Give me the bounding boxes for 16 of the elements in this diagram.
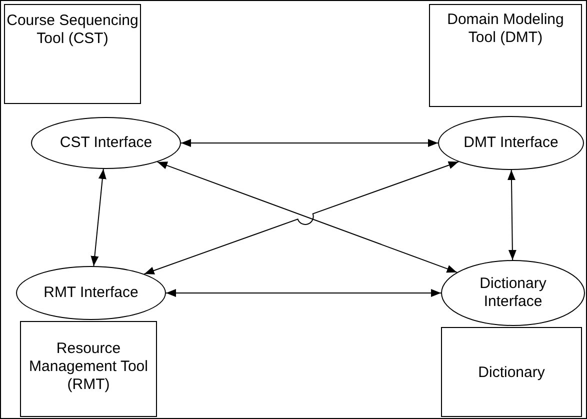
tool-box [429,4,582,107]
node-label: RMT Interface [44,284,138,302]
node-label: Dictionary [478,364,545,382]
node-label: CST Interface [60,134,152,152]
tool-box [441,327,582,417]
node-label: DMT Interface [464,134,558,152]
node-label: Dictionary Interface [478,275,548,311]
node-label: Course Sequencing Tool (CST) [6,12,140,48]
double-arrow [508,170,516,260]
node-label: Resource Management Tool (RMT) [28,340,149,394]
double-arrow [166,289,442,297]
double-arrow [180,139,438,147]
double-arrow [90,168,106,267]
tool-box [20,321,157,417]
tool-box [4,4,141,104]
node-label: Domain Modeling Tool (DMT) [446,11,565,47]
